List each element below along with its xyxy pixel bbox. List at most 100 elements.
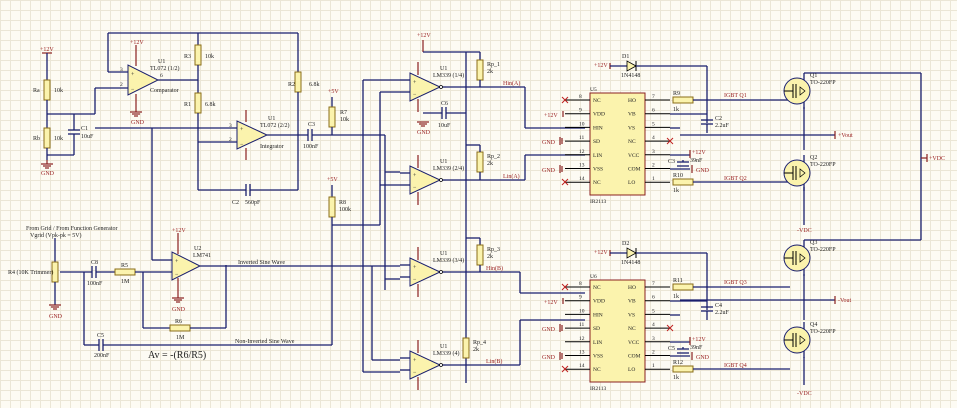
pin-number: 1 [652,363,655,369]
resistor-ref: R3 [184,54,191,60]
diode-ref: D2 [622,241,629,247]
resistor-r2[interactable] [294,71,302,93]
driver-part: IR2113 [590,199,607,205]
ground-label: GND [172,307,186,313]
vout-pos-label: +Vout [838,133,853,139]
ir2113-chip[interactable] [589,279,646,383]
resistor-value: 2k [487,254,493,260]
supply-label: +12V [130,40,144,46]
resistor-r8[interactable] [328,196,336,218]
opamp-triangle[interactable] [409,72,442,102]
resistor-ref: Rp_3 [487,247,500,253]
resistor-value: 10k [54,136,63,142]
opamp-triangle[interactable] [171,251,202,281]
resistor-rp4[interactable] [462,337,470,359]
resistor-value: 1M [121,279,130,285]
resistor-r5[interactable] [114,268,136,276]
resistor-r3[interactable] [194,44,202,66]
capacitor-ref: C1 [81,126,88,132]
resistor-rp3[interactable] [476,244,484,266]
pin-name: NC [593,285,601,291]
gate-resistor-low[interactable] [672,178,694,186]
capacitor-value: 10uF [81,134,94,140]
resistor-value: 100k [339,207,351,213]
no-connect-icon [561,283,569,291]
gate-resistor-high[interactable] [672,96,694,104]
pin-name: VSS [593,167,603,173]
pin-number: 13 [579,163,585,169]
comparator-opamp: + − 3 2 6 +12V GND U1 TL072 (1/2) Compar… [94,32,298,260]
supply-label: +12V [40,47,54,53]
pin-name: VS [628,312,635,318]
mosfet-package: TO-220FP [810,329,836,335]
resistor-value: 2k [487,69,493,75]
opamp-triangle[interactable] [236,120,269,150]
h-bridge: +VDC +Vout -VDC -Vout -VDC Q1TO-220FPQ2T… [680,72,945,397]
resistor-value: 1k [673,375,679,381]
driver-ref: U6 [590,274,597,280]
opamp-ref: U1 [440,344,447,350]
capacitor-ref: C2 [715,116,722,122]
gate-resistor-high[interactable] [672,283,694,291]
resistor-r6[interactable] [169,324,191,332]
pin-number: 2 [652,163,655,169]
no-connect-icon [561,96,569,104]
pin-name: HO [628,98,636,104]
resistor-ref: R9 [673,91,680,97]
net-label: IGBT Q4 [724,363,747,369]
voltage-divider: +12V Ra 10k Rb 10k C1 10uF GND [33,47,95,177]
mosfet-package: TO-220FP [810,162,836,168]
pin-number: 5 [652,121,655,127]
supply-label: +5V [328,89,339,95]
gate-resistor-low[interactable] [672,365,694,373]
mosfet-package: TO-220FP [810,247,836,253]
resistor-value: 10k [340,117,349,123]
: − [413,185,417,191]
: + [413,173,417,179]
pin-name: NC [593,180,601,186]
pin-name: VDD [593,299,605,305]
pin-name: HIN [593,312,603,318]
ir2113-chip[interactable] [589,92,646,196]
opamp-triangle[interactable] [409,165,442,195]
resistor-r7[interactable] [328,106,336,128]
net-label: Lin(B) [486,358,502,365]
resistor-rp2[interactable] [476,151,484,173]
capacitor-value: 10uF [438,123,451,129]
pin-name: SD [593,139,600,145]
pin-number: 14 [579,176,585,182]
comparator-bus [362,79,400,373]
capacitor-ref: C3 [308,122,315,128]
pin-number: 8 [579,281,582,287]
capacitor-ref: C6 [441,101,448,107]
opamp-triangle[interactable] [409,350,442,380]
opamp-triangle[interactable] [409,257,442,287]
gate-driver-2: U6IR21138NC9VDD10HIN11SD12LIN13VSS14NC7H… [542,241,790,392]
resistor-value: 1k [673,107,679,113]
resistor-ref: Rb [33,136,40,142]
resistor-value: 10k [54,88,63,94]
net-label: Non-Inverted Sine Wave [235,339,295,345]
resistor-ra[interactable] [43,79,51,101]
capacitor-ref: C8 [91,260,98,266]
diode-icon [626,247,637,259]
mosfet-ref: Q2 [810,155,817,161]
bias-network: +5V R8 100k [327,177,380,345]
ground-label: GND [542,168,556,174]
resistor-value: 1k [673,294,679,300]
pin-name: NC [628,139,636,145]
resistor-rp1[interactable] [476,59,484,81]
opamp-ref: U1 [158,59,165,65]
resistor-value: 2k [487,161,493,167]
resistor-r1[interactable] [194,92,202,114]
opamp-triangle[interactable] [127,64,160,96]
resistor-rb[interactable] [43,127,51,149]
resistor-ref: R5 [121,263,128,269]
no-connect-icon [666,324,674,332]
